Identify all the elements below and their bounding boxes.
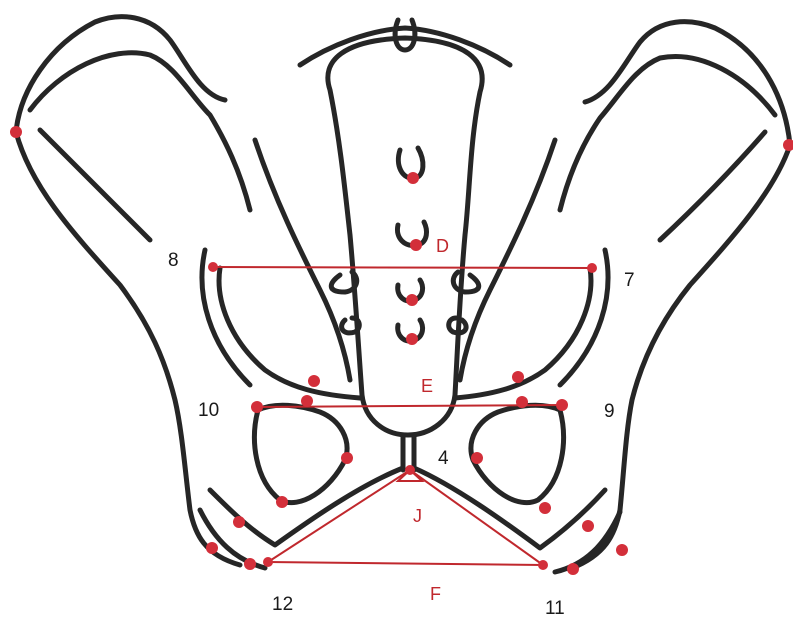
landmark-7 bbox=[587, 263, 597, 273]
label-12: 12 bbox=[272, 594, 293, 615]
landmark-4 bbox=[405, 465, 415, 475]
landmark-12 bbox=[263, 557, 273, 567]
left-ischiopubic-ramus bbox=[210, 468, 403, 545]
landmark-10b bbox=[301, 395, 313, 407]
sacral-canal bbox=[395, 20, 415, 50]
landmark-right-tuber bbox=[616, 544, 628, 556]
landmark-right-ramus bbox=[582, 520, 594, 532]
line-4-11 bbox=[410, 470, 543, 565]
line-4-12 bbox=[268, 470, 410, 562]
line-8-7 bbox=[213, 267, 592, 268]
landmark-9b bbox=[516, 396, 528, 408]
landmark-left-ramus bbox=[233, 516, 245, 528]
landmark-right-obturator bbox=[471, 452, 483, 464]
right-obturator-foramen bbox=[471, 405, 564, 502]
label-11: 11 bbox=[545, 598, 565, 619]
left-iliac-wing bbox=[16, 17, 240, 565]
label-9: 9 bbox=[604, 401, 615, 422]
left-sacroiliac-line bbox=[255, 140, 350, 380]
right-sacroiliac-line bbox=[460, 140, 555, 380]
pubic-symphysis bbox=[403, 435, 414, 470]
landmark-left-obturator-low bbox=[276, 496, 288, 508]
landmark-left-brim bbox=[308, 375, 320, 387]
landmark-right-brim bbox=[512, 371, 524, 383]
landmark-sacral-4 bbox=[406, 333, 418, 345]
left-iliac-crest-inner bbox=[40, 130, 150, 240]
label-J: J bbox=[413, 506, 422, 526]
left-obturator-foramen bbox=[254, 405, 347, 502]
label-8: 8 bbox=[168, 250, 179, 271]
landmark-sacral-2 bbox=[410, 239, 422, 251]
landmark-left-crest bbox=[10, 126, 22, 138]
left-iliac-inner bbox=[30, 53, 250, 210]
right-iliac-inner bbox=[560, 57, 775, 210]
landmark-11b bbox=[567, 563, 579, 575]
landmark-9 bbox=[556, 399, 568, 411]
pelvis-outline bbox=[16, 17, 790, 572]
landmark-8 bbox=[208, 262, 218, 272]
label-E: E bbox=[421, 376, 433, 396]
right-iliac-crest-inner bbox=[660, 132, 765, 240]
landmark-sacral-3 bbox=[406, 294, 418, 306]
landmarks bbox=[10, 126, 793, 575]
landmark-right-crest bbox=[783, 139, 793, 151]
line-12-11 bbox=[268, 562, 543, 565]
landmark-left-tuber bbox=[206, 542, 218, 554]
landmark-12b bbox=[244, 558, 256, 570]
measurement-lines bbox=[213, 267, 592, 565]
landmark-sacral-1 bbox=[407, 172, 419, 184]
label-D: D bbox=[436, 236, 449, 256]
right-sacral-ala bbox=[453, 272, 478, 292]
left-ischial-tuberosity bbox=[200, 510, 265, 568]
label-7: 7 bbox=[624, 270, 635, 291]
landmark-10 bbox=[251, 401, 263, 413]
landmark-11 bbox=[538, 560, 548, 570]
landmark-right-obturator-low bbox=[539, 502, 551, 514]
label-F: F bbox=[430, 584, 441, 604]
right-ischiopubic-ramus bbox=[414, 468, 605, 548]
landmark-left-obturator bbox=[341, 452, 353, 464]
label-10: 10 bbox=[198, 400, 219, 421]
label-4: 4 bbox=[438, 448, 449, 469]
